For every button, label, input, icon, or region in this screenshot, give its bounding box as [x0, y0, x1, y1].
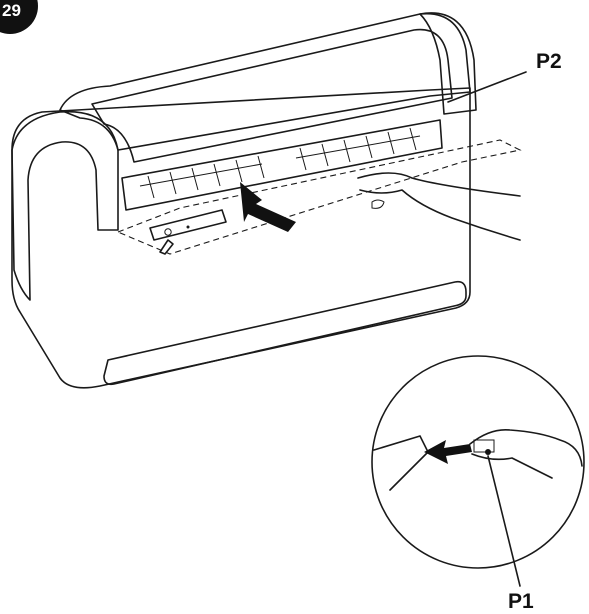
callout-p1: P1	[508, 590, 534, 613]
detail-fingers	[469, 428, 583, 479]
unit-right-end	[419, 12, 477, 115]
callout-p2: P2	[536, 50, 562, 73]
step-badge: 29	[0, 0, 38, 34]
louvre-fins	[139, 127, 421, 199]
detail-panel-edge	[373, 435, 429, 491]
push-arrow	[240, 182, 296, 232]
detail-clip	[473, 439, 495, 453]
unit-left-end	[11, 110, 119, 301]
hand-pushing-filter	[357, 172, 521, 241]
p1-leader-line	[487, 455, 521, 587]
unit-bottom-lip	[103, 280, 467, 386]
filter-panel-outline	[116, 139, 522, 255]
louvre-slot	[121, 119, 443, 211]
control-strip	[149, 209, 227, 255]
p2-leader-line	[447, 71, 527, 103]
detail-arrow	[424, 440, 472, 464]
ac-unit	[11, 12, 522, 389]
unit-top-casing	[59, 12, 471, 151]
step-number: 29	[2, 1, 21, 20]
unit-top-grille	[91, 28, 453, 163]
unit-front-panel	[11, 87, 471, 389]
detail-circle	[371, 355, 585, 569]
